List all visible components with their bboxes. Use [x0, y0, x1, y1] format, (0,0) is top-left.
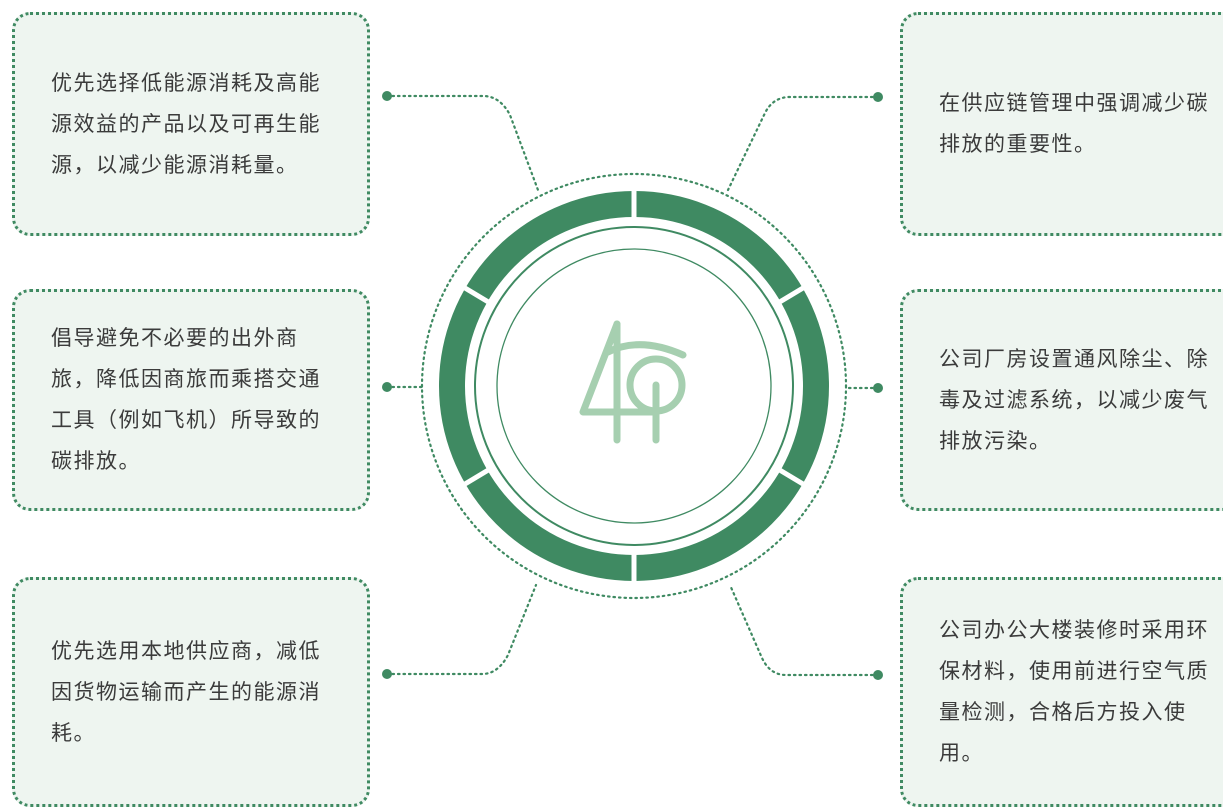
card-eco-materials: 公司办公大楼装修时采用环保材料，使用前进行空气质量检测，合格后方投入使用。 [900, 577, 1223, 807]
outer-dotted-ring [420, 172, 848, 600]
card-local-suppliers: 优先选用本地供应商，减低因货物运输而产生的能源消耗。 [12, 577, 370, 807]
card-supply-chain: 在供应链管理中强调减少碳排放的重要性。 [900, 12, 1223, 236]
connector-dot-r1 [873, 92, 883, 102]
card-energy-efficiency: 优先选择低能源消耗及高能源效益的产品以及可再生能源，以减少能源消耗量。 [12, 12, 370, 236]
connector-dot-l1 [382, 91, 392, 101]
card-ventilation-system: 公司厂房设置通风除尘、除毒及过滤系统，以减少废气排放污染。 [900, 289, 1223, 511]
card-text: 优先选择低能源消耗及高能源效益的产品以及可再生能源，以减少能源消耗量。 [51, 70, 321, 177]
connector-dot-l2 [382, 382, 392, 392]
connector-r3 [728, 583, 880, 677]
inner-ring-outer [474, 226, 794, 546]
tree-40-logo-icon [579, 320, 687, 444]
connector-r1 [726, 95, 880, 192]
connector-l1 [385, 94, 540, 192]
card-text: 倡导避免不必要的出外商旅，降低因商旅而乘搭交通工具（例如飞机）所导致的碳排放。 [51, 326, 321, 473]
segmented-ring [439, 191, 829, 581]
card-text: 公司办公大楼装修时采用环保材料，使用前进行空气质量检测，合格后方投入使用。 [939, 618, 1209, 765]
inner-ring-inner [496, 248, 772, 524]
card-text: 优先选用本地供应商，减低因货物运输而产生的能源消耗。 [51, 638, 321, 745]
card-text: 公司厂房设置通风除尘、除毒及过滤系统，以减少废气排放污染。 [939, 346, 1209, 453]
card-business-travel: 倡导避免不必要的出外商旅，降低因商旅而乘搭交通工具（例如飞机）所导致的碳排放。 [12, 289, 370, 511]
connector-dot-l3 [382, 669, 392, 679]
connector-dot-r2 [873, 383, 883, 393]
connector-l3 [385, 583, 538, 676]
connector-dot-r3 [873, 670, 883, 680]
card-text: 在供应链管理中强调减少碳排放的重要性。 [939, 91, 1209, 156]
